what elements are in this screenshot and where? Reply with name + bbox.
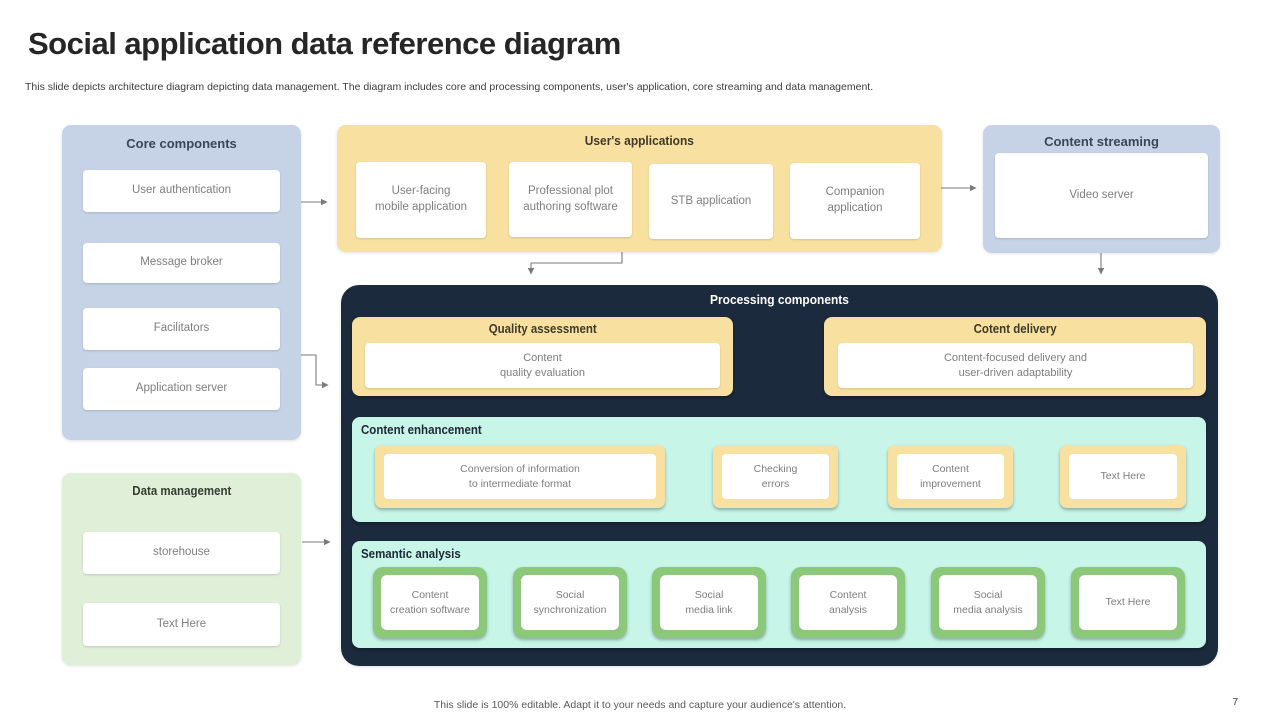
content-delivery-title: Cotent delivery bbox=[973, 322, 1057, 336]
node-user-facing-mobile-application: User-facing mobile application bbox=[356, 162, 486, 238]
panel-data-management: Data management storehouse Text Here bbox=[62, 473, 301, 665]
data-management-title: Data management bbox=[131, 484, 232, 498]
footer-note: This slide is 100% editable. Adapt it to… bbox=[433, 699, 847, 711]
semantic-analysis-title: Semantic analysis bbox=[361, 547, 461, 561]
node-storehouse: storehouse bbox=[83, 532, 280, 574]
core-components-title: Core components bbox=[126, 136, 237, 151]
node-enhancement-text-here: Text Here bbox=[1060, 445, 1186, 508]
quality-assessment-title: Quality assessment bbox=[488, 322, 597, 336]
node-content-improvement: Content improvement bbox=[888, 445, 1013, 508]
node-content-creation-software: Content creation software bbox=[373, 567, 487, 638]
node-social-media-link: Social media link bbox=[652, 567, 766, 638]
node-data-text-here: Text Here bbox=[83, 603, 280, 646]
node-stb-application: STB application bbox=[649, 164, 773, 239]
node-social-media-analysis: Social media analysis bbox=[931, 567, 1045, 638]
node-message-broker: Message broker bbox=[83, 243, 280, 283]
node-application-server: Application server bbox=[83, 368, 280, 410]
slide-title: Social application data reference diagra… bbox=[28, 26, 621, 61]
connector-core-to-processing bbox=[301, 354, 329, 389]
node-content-focused-delivery: Content-focused delivery and user-driven… bbox=[838, 343, 1193, 388]
panel-content-enhancement: Content enhancement Conversion of inform… bbox=[352, 417, 1206, 522]
users-applications-title: User's applications bbox=[584, 133, 695, 148]
node-video-server: Video server bbox=[995, 153, 1208, 238]
node-social-synchronization: Social synchronization bbox=[513, 567, 627, 638]
panel-quality-assessment: Quality assessment Content quality evalu… bbox=[352, 317, 733, 396]
node-semantic-text-here: Text Here bbox=[1071, 567, 1185, 638]
panel-processing-components: Processing components Quality assessment… bbox=[341, 285, 1218, 666]
node-companion-application: Companion application bbox=[790, 163, 920, 239]
panel-semantic-analysis: Semantic analysis Content creation softw… bbox=[352, 541, 1206, 648]
panel-content-streaming: Content streaming Video server bbox=[983, 125, 1220, 253]
connector-users-apps-to-processing bbox=[527, 252, 623, 275]
node-content-quality-evaluation: Content quality evaluation bbox=[365, 343, 720, 388]
node-checking-errors: Checking errors bbox=[713, 445, 838, 508]
panel-users-applications: User's applications User-facing mobile a… bbox=[337, 125, 942, 252]
page-number: 7 bbox=[1232, 697, 1238, 708]
content-streaming-title: Content streaming bbox=[1044, 134, 1159, 149]
node-conversion-of-information: Conversion of information to intermediat… bbox=[375, 445, 665, 508]
node-content-analysis: Content analysis bbox=[791, 567, 905, 638]
node-facilitators: Facilitators bbox=[83, 308, 280, 350]
panel-core-components: Core components User authentication Mess… bbox=[62, 125, 301, 440]
processing-components-title: Processing components bbox=[710, 292, 849, 307]
slide-subtitle: This slide depicts architecture diagram … bbox=[25, 81, 874, 93]
content-enhancement-title: Content enhancement bbox=[361, 423, 482, 437]
node-user-authentication: User authentication bbox=[83, 170, 280, 212]
panel-content-delivery: Cotent delivery Content-focused delivery… bbox=[824, 317, 1206, 396]
node-professional-plot-authoring-software: Professional plot authoring software bbox=[509, 162, 632, 237]
